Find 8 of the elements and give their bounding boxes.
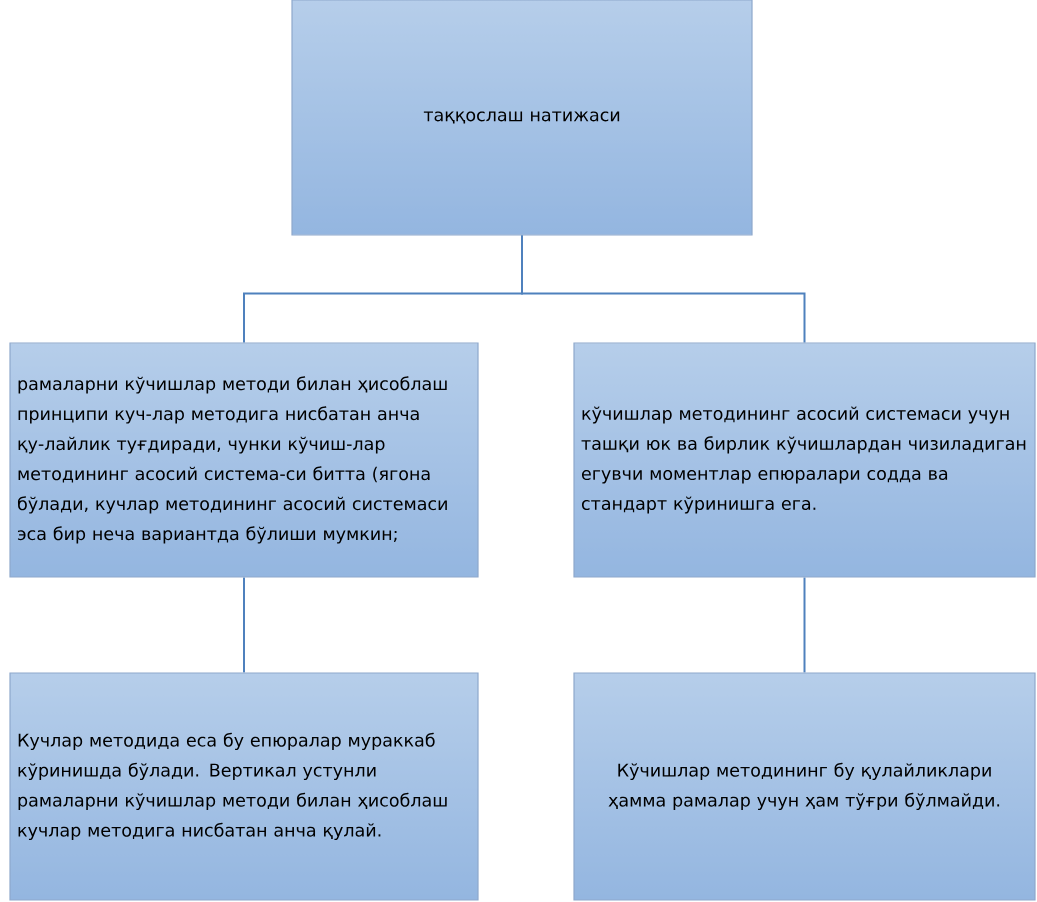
text-box: Кўчишлар методининг бу қулайликлари ҳамма рамалар учун ҳам тўғри бўлмайди.	[573, 672, 1036, 901]
text-box: таққослаш натижаси	[291, 0, 753, 236]
connector-line	[521, 234, 806, 344]
text-box: Кучлар методида еса бу епюралар мураккаб кўринишда бўлади. Вертикал устунли рамаларни кўчишлар методи билан ҳисоблаш кучлар методига нисбатан анча қулай.	[9, 672, 479, 901]
text-box: рамаларни кўчишлар методи билан ҳисоблаш принципи куч-лар методига нисбатан анча қу-лайлик туғдиради, чунки кўчиш-лар методининг асосий система-си битта (ягона бўлади, кучлар методининг асосий системаси эса бир неча вариантда бўлиши мумкин;	[9, 342, 479, 578]
connector-line	[803, 576, 806, 674]
text-box: кўчишлар методининг асосий системаси учун ташқи юк ва бирлик кўчишлардан чизиладиган егувчи моментлар епюралари содда ва стандарт кўринишга ега.	[573, 342, 1036, 578]
connector-line	[243, 576, 245, 674]
